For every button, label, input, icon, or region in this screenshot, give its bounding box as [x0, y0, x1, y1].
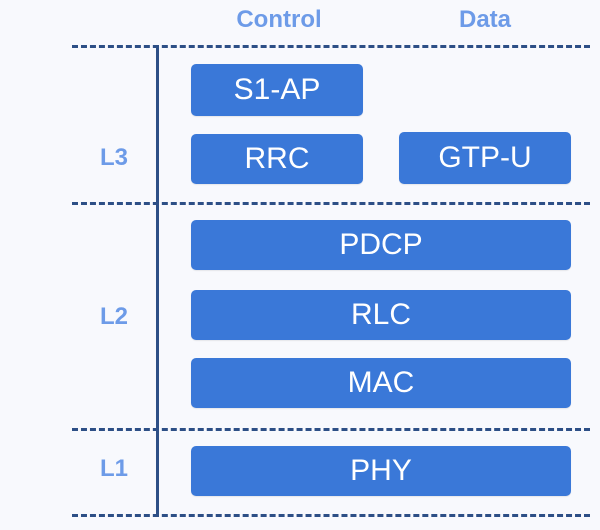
rrc-block: RRC: [191, 134, 363, 184]
gtpu-block: GTP-U: [399, 132, 571, 184]
control-plane-header: Control: [236, 6, 322, 33]
layer-divider-l2-l1: [72, 428, 590, 431]
layer-divider-top: [72, 45, 590, 48]
layer-label-l3: L3: [99, 144, 128, 171]
data-plane-header: Data: [458, 6, 512, 33]
layer-divider-bottom: [72, 514, 590, 517]
layer-label-l2: L2: [99, 303, 128, 330]
pdcp-block: PDCP: [191, 220, 571, 270]
layer-label-l1: L1: [99, 455, 128, 482]
layer-divider-l3-l2: [72, 202, 590, 205]
phy-block: PHY: [191, 446, 571, 496]
rlc-block: RLC: [191, 290, 571, 340]
mac-block: MAC: [191, 358, 571, 408]
s1ap-block: S1-AP: [191, 64, 363, 116]
layer-axis-line: [156, 45, 159, 517]
